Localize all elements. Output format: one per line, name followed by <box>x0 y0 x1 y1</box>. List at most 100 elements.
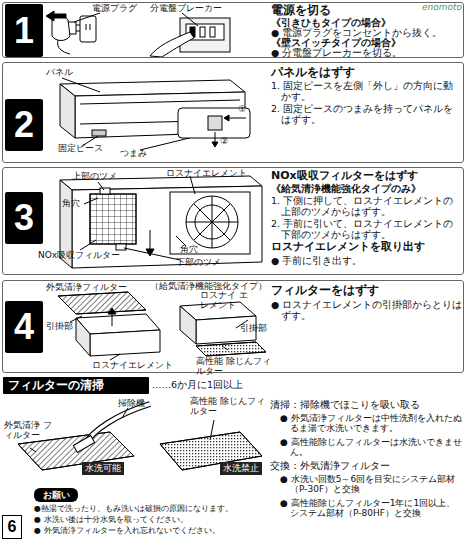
filter-removal-illustration <box>196 342 266 356</box>
instruction-text: ● 電源プラグをコンセントから抜く。 <box>271 27 463 38</box>
filter-removal-illustration <box>222 346 228 350</box>
breaker-illustration <box>150 32 194 57</box>
part-label: 引掛部 <box>46 321 73 331</box>
fixing-piece-inset <box>212 142 218 147</box>
nox-filter-illustration <box>124 248 180 260</box>
power-plug-illustration <box>86 24 87 30</box>
nox-filter-illustration <box>116 244 126 250</box>
callout-number: ② <box>220 136 228 146</box>
part-label: 角穴 <box>180 244 198 254</box>
part-label: 外気清浄 フィルター <box>4 420 56 441</box>
power-plug-illustration <box>46 11 100 54</box>
filter-removal-illustration <box>76 318 90 356</box>
step-panel: 電源を切る《引きひもタイプの場合》● 電源プラグをコンセントから抜く。《壁スイッ… <box>2 2 464 58</box>
fixing-piece-inset <box>224 115 229 121</box>
instruction-text: 清掃：掃除機でほこりを吸い取る <box>270 400 464 411</box>
instruction-text: ● 高性能除じんフィルターは水洗いできません。 <box>280 437 464 458</box>
note-text: ● 外気清浄フィルターを入れ忘れないでください。 <box>34 526 220 535</box>
part-label: 分電盤ブレーカー <box>150 3 222 13</box>
power-plug-illustration <box>46 11 66 21</box>
cleaning-illustration <box>30 448 36 452</box>
unit-panel-illustration <box>60 84 75 138</box>
step-number-text: 4 <box>14 309 34 345</box>
step-heading: フィルターをはずす <box>271 284 463 297</box>
step-subheading: 《壁スイッチタイプの場合》 <box>271 37 463 48</box>
step-number: 1 <box>5 4 43 57</box>
instruction-text: 2. 固定ピースのつまみを持ってパネルをはずす。 <box>271 103 463 126</box>
page-number-text: 6 <box>8 519 17 535</box>
element-unit-illustration <box>194 204 230 240</box>
nox-filter-illustration <box>90 194 136 244</box>
instruction-text: ● 手前に引き出す。 <box>271 255 463 266</box>
nox-filter-illustration <box>146 249 154 256</box>
callout-number: ① <box>238 104 246 114</box>
filter-removal-illustration <box>196 342 266 356</box>
instruction-text: 1. 固定ピースを左側「外し」の方向に動かす。 <box>271 80 463 103</box>
part-label: 上部のツメ <box>72 171 117 181</box>
power-plug-illustration <box>90 24 91 30</box>
unit-panel-illustration <box>80 100 240 104</box>
section-header-text: フィルターの清掃 <box>8 380 104 392</box>
filter-removal-illustration <box>180 306 196 344</box>
instruction-text: 2. 手前に引いて、ロスナイエレメントの下部のツメからはずす。 <box>271 218 463 241</box>
breaker-illustration <box>210 27 215 37</box>
part-label: 固定ピース <box>58 143 103 153</box>
part-label: ロスナイ エレメント <box>200 290 250 311</box>
part-label: 電源プラグ <box>92 3 137 13</box>
part-label: 下部のツメ <box>176 257 221 267</box>
cleaning-illustration <box>122 408 128 418</box>
unit-panel-illustration <box>92 130 106 136</box>
power-plug-illustration <box>80 16 96 42</box>
step-heading: パネルをはずす <box>271 66 463 79</box>
nox-filter-illustration <box>100 188 110 194</box>
cleaning-illustration <box>84 404 150 446</box>
step-heading: NOx吸収フィルターをはずす <box>271 170 463 183</box>
page-number: 6 <box>2 515 22 539</box>
step-number-text: 3 <box>14 200 34 236</box>
part-label: 外気清浄フィルター <box>46 282 127 292</box>
section-header: フィルターの清掃 <box>3 377 149 394</box>
fixing-piece-inset <box>208 116 222 130</box>
element-unit-illustration <box>170 192 250 254</box>
step-number-text: 1 <box>14 13 34 49</box>
filter-removal-illustration <box>58 292 146 314</box>
part-label: パネル <box>46 67 73 77</box>
filter-removal-illustration <box>90 330 160 356</box>
part-label: 引掛部 <box>240 323 267 333</box>
part-label: 掃除機 <box>118 398 145 408</box>
no-wash-tag-text: 水洗禁止 <box>223 464 259 473</box>
element-unit-illustration <box>186 196 238 248</box>
instruction-text: ● 外気清浄フィルターは中性洗剤を入れたぬるま湯で水洗いできます。 <box>280 413 464 434</box>
instruction-text: 交換：外気清浄フィルター <box>270 461 464 472</box>
power-plug-illustration <box>76 31 80 32</box>
cleaning-illustration <box>84 404 150 446</box>
breaker-illustration <box>200 27 205 37</box>
note-text: ●熱湯で洗ったり、もみ洗いは破損の原因になります。 <box>34 504 233 513</box>
nox-filter-illustration <box>80 240 96 250</box>
washable-tag-text: 水洗可能 <box>85 464 121 473</box>
note-text: ● 水洗い後は十分水気を取ってください。 <box>34 515 188 524</box>
element-unit-illustration <box>194 204 230 240</box>
instruction-text: ● 分電盤ブレーカーを切る。 <box>271 47 463 58</box>
step-number: 2 <box>5 99 43 151</box>
cleaning-illustration <box>73 436 94 453</box>
part-label: NOx吸収フィルター <box>38 250 120 260</box>
watermark: enomoto <box>422 2 462 12</box>
part-label: 角穴 <box>62 198 80 208</box>
power-plug-illustration <box>76 25 80 26</box>
breaker-illustration <box>150 13 230 57</box>
step-number: 3 <box>5 192 43 244</box>
step-number: 4 <box>5 301 43 353</box>
power-plug-illustration <box>58 40 70 54</box>
cleaning-illustration <box>18 404 262 470</box>
notice-badge-text: お願い <box>43 491 70 500</box>
step-heading: ロスナイエレメントを取り出す <box>271 241 463 254</box>
power-plug-illustration <box>74 13 100 22</box>
part-label: ロスナイエレメント <box>166 168 247 178</box>
notice-badge: お願い <box>34 488 78 502</box>
step-subheading: 《給気清浄機能強化タイプのみ》 <box>271 183 463 194</box>
step-number-text: 2 <box>14 107 34 143</box>
instruction-text: ● ロスナイエレメントの引掛部からとりはずす。 <box>271 299 463 322</box>
unit-panel-illustration <box>62 78 100 92</box>
